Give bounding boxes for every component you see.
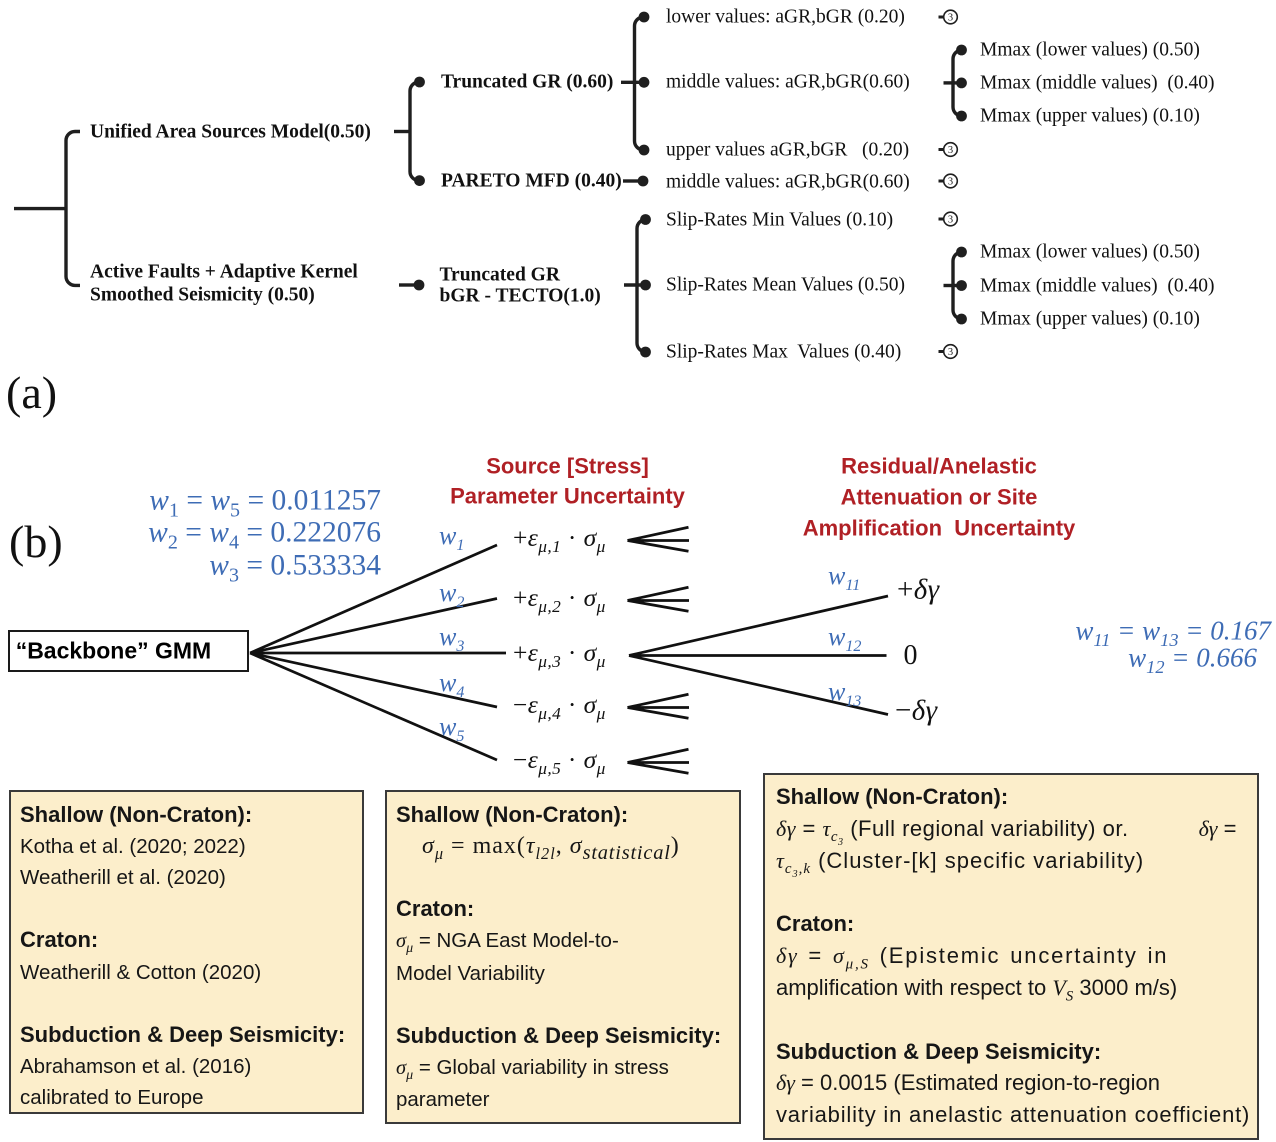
svg-text:3: 3 bbox=[948, 215, 953, 226]
svg-text:3: 3 bbox=[948, 13, 953, 24]
svg-text:3: 3 bbox=[948, 347, 953, 358]
svg-text:3: 3 bbox=[948, 145, 953, 156]
svg-text:3: 3 bbox=[948, 177, 953, 188]
